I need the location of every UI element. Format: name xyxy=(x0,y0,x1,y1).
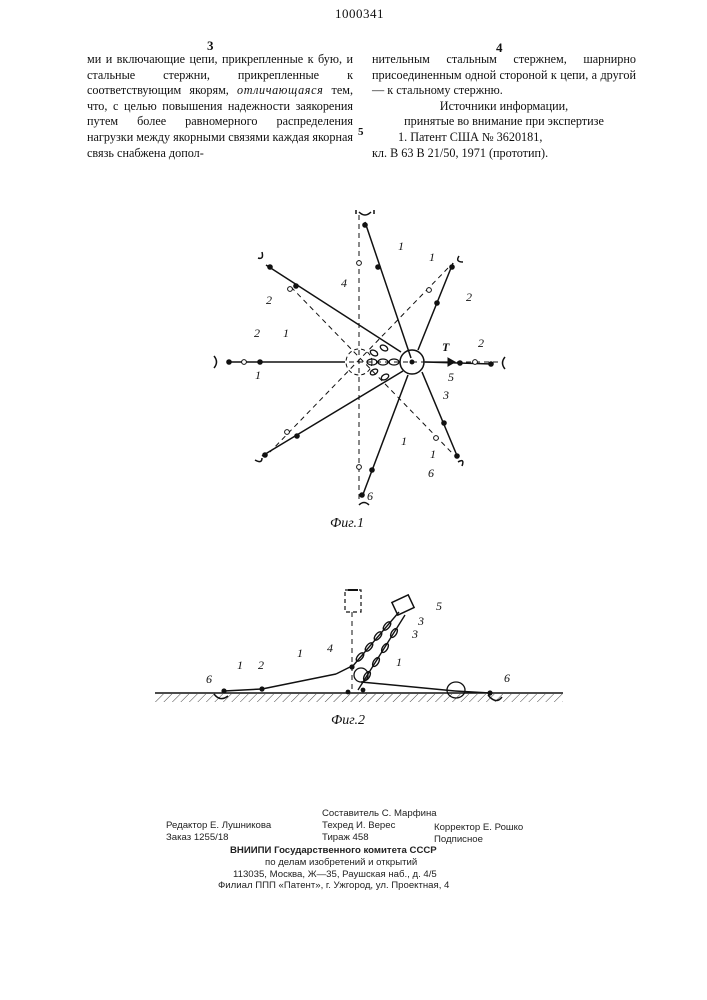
compiler: Составитель С. Марфина xyxy=(322,808,437,819)
figure-2 xyxy=(155,590,563,702)
branch: Филиал ППП «Патент», г. Ужгород, ул. Про… xyxy=(218,880,449,891)
fig2-label: 3 xyxy=(417,614,424,628)
buoy-center xyxy=(410,360,414,364)
fig2-label: 6 xyxy=(206,672,212,686)
anchor-upper-left xyxy=(258,252,263,258)
anchor-left xyxy=(214,356,217,368)
fig1-label: 2 xyxy=(266,293,272,307)
anchor-lower-left xyxy=(255,458,262,462)
fig1-label: 1 xyxy=(255,368,261,382)
initial-buoy-dashed-rect xyxy=(345,590,361,612)
figure-1-labels: 1 4 1 2 2 2 1 1 T 2 5 3 1 1 6 6 Фиг.1 xyxy=(254,239,484,531)
techred: Техред И. Верес xyxy=(322,820,395,831)
anchor-top xyxy=(359,212,371,215)
fig1-label: 1 xyxy=(398,239,404,253)
address: 113035, Москва, Ж—35, Раушская наб., д. … xyxy=(233,869,437,880)
fig2-label: 6 xyxy=(504,671,510,685)
anchor-upper-right xyxy=(458,256,463,262)
buoy-fig2 xyxy=(392,595,414,615)
fig2-label: 2 xyxy=(258,658,264,672)
subscription: Подписное xyxy=(434,834,483,845)
fig2-label: 1 xyxy=(237,658,243,672)
force-arrow-head xyxy=(448,358,455,366)
pivot-circle xyxy=(354,668,368,682)
fig1-label: 5 xyxy=(448,370,454,384)
line-top xyxy=(365,222,411,358)
fig2-label: 4 xyxy=(327,641,333,655)
figure-2-labels: 6 1 2 1 4 5 3 3 1 6 Фиг.2 xyxy=(206,599,510,728)
figure-2-caption: Фиг.2 xyxy=(331,713,365,728)
anchor-right xyxy=(503,357,506,369)
fig1-label: 4 xyxy=(341,276,347,290)
figure-1 xyxy=(214,210,505,505)
fig1-label: 1 xyxy=(283,326,289,340)
organization: ВНИИПИ Государственного комитета СССР xyxy=(230,845,437,856)
editor: Редактор Е. Лушникова xyxy=(166,820,271,831)
dashed-diag-1 xyxy=(291,287,454,455)
figure-1-caption: Фиг.1 xyxy=(330,516,364,531)
fig1-label: T xyxy=(442,340,450,354)
fig1-label: 2 xyxy=(466,290,472,304)
line-upper-right xyxy=(418,263,453,350)
fig1-label: 1 xyxy=(430,447,436,461)
fig1-label: 3 xyxy=(442,388,449,402)
chain-fig2 xyxy=(352,612,405,690)
fig1-label: 6 xyxy=(428,466,434,480)
order: Заказ 1255/18 xyxy=(166,832,229,843)
fig1-label: 1 xyxy=(401,434,407,448)
fig2-label: 3 xyxy=(411,627,418,641)
fig2-label: 1 xyxy=(297,646,303,660)
fig1-label: 2 xyxy=(478,336,484,350)
line-lower-right xyxy=(422,372,458,458)
fig1-label: 2 xyxy=(254,326,260,340)
fig2-label: 5 xyxy=(436,599,442,613)
anchor-line-right xyxy=(361,682,490,693)
fig1-label: 6 xyxy=(367,489,373,503)
anchor-lower-right xyxy=(458,461,463,466)
corrector: Корректор Е. Рошко xyxy=(434,822,523,833)
fig1-label: 1 xyxy=(429,250,435,264)
circulation: Тираж 458 xyxy=(322,832,369,843)
fig2-label: 1 xyxy=(396,655,402,669)
organization-2: по делам изобретений и открытий xyxy=(265,857,417,868)
